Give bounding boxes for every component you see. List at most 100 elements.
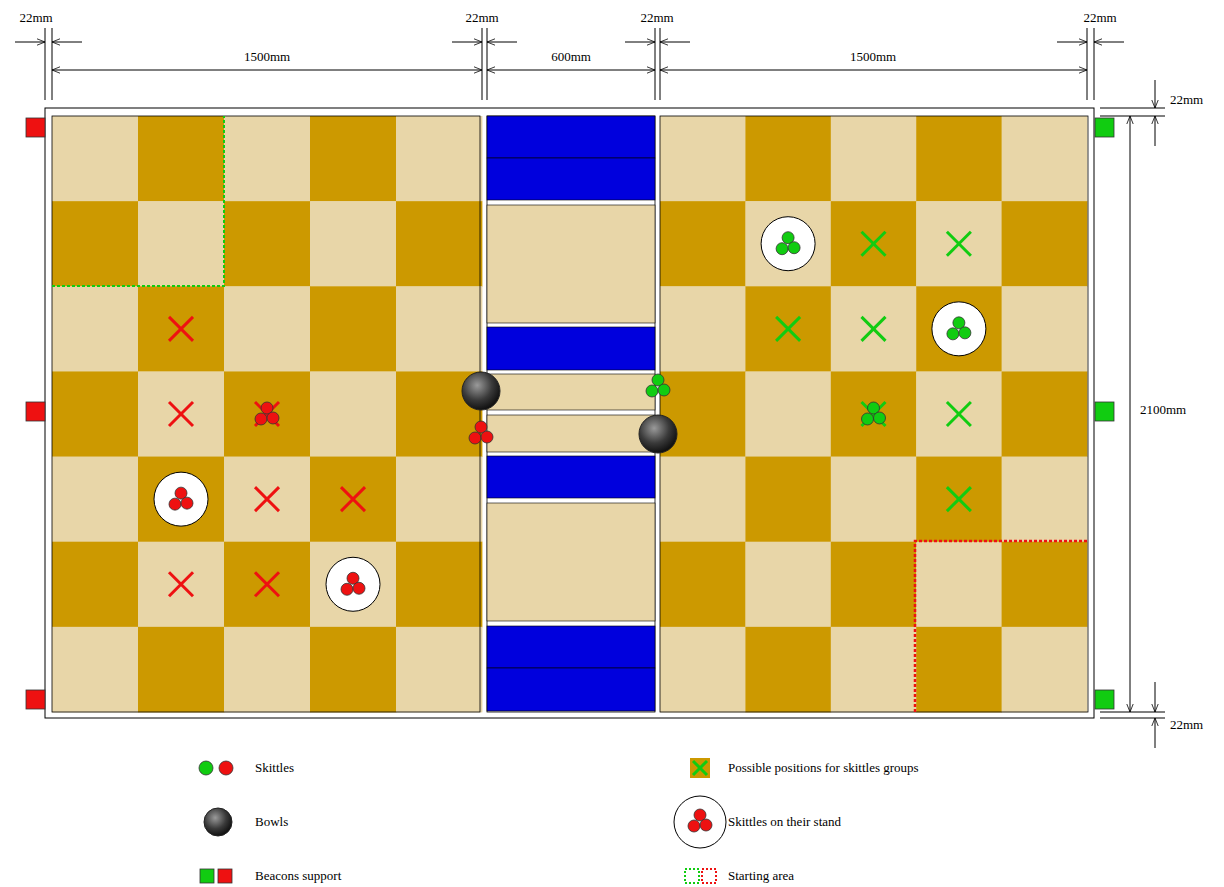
skittle <box>181 497 193 509</box>
board-square <box>310 286 396 372</box>
strip-band <box>487 374 655 410</box>
beacon-support <box>1095 690 1114 709</box>
position-cross <box>947 487 971 511</box>
board-square <box>916 116 1002 202</box>
strip-band <box>487 626 655 668</box>
board-square <box>396 201 482 287</box>
skittle <box>481 431 493 443</box>
board-square <box>1002 627 1088 713</box>
legend-text: Beacons support <box>255 869 341 883</box>
beacon-support <box>1095 118 1114 137</box>
position-cross <box>169 572 193 596</box>
board-square <box>1002 371 1088 457</box>
starting-area <box>52 116 224 286</box>
board-square <box>831 116 917 202</box>
position-cross <box>255 487 279 511</box>
position-cross <box>255 572 279 596</box>
board-square <box>660 286 746 372</box>
board-square <box>224 201 310 287</box>
board-square <box>745 116 831 202</box>
board-square <box>660 457 746 543</box>
board-square <box>52 457 138 543</box>
dimension-label: 22mm <box>465 11 498 25</box>
board-square <box>138 201 224 287</box>
board-square <box>916 627 1002 713</box>
position-cross <box>341 487 365 511</box>
position-cross <box>341 487 365 511</box>
board-square <box>831 542 917 628</box>
skittle-stand <box>154 472 208 526</box>
board-square <box>745 286 831 372</box>
skittle <box>341 583 353 595</box>
board-square <box>138 116 224 202</box>
board-square <box>224 371 310 457</box>
position-cross <box>862 402 886 426</box>
dimension-label: 22mm <box>19 11 52 25</box>
board-square <box>310 627 396 713</box>
skittle <box>947 328 959 340</box>
skittle <box>646 385 658 397</box>
board-square <box>138 457 224 543</box>
board-square <box>396 457 482 543</box>
beacon-support <box>26 118 45 137</box>
board-square <box>52 286 138 372</box>
position-cross <box>255 402 279 426</box>
dimension-label: 1500mm <box>244 50 290 64</box>
board-square <box>138 542 224 628</box>
board-square <box>745 457 831 543</box>
position-cross <box>169 317 193 341</box>
position-cross <box>169 317 193 341</box>
bowl <box>462 372 500 410</box>
position-cross <box>255 487 279 511</box>
position-cross <box>862 402 886 426</box>
dimension-label: 22mm <box>640 11 673 25</box>
board-square <box>310 457 396 543</box>
board-square <box>138 371 224 457</box>
board-square <box>224 627 310 713</box>
board-square <box>916 542 1002 628</box>
position-cross <box>255 572 279 596</box>
skittle <box>874 412 886 424</box>
beacon-support <box>26 402 45 421</box>
board-square <box>224 286 310 372</box>
board-square <box>831 627 917 713</box>
legend-text: Skittles on their stand <box>728 815 841 829</box>
board-square <box>1002 457 1088 543</box>
position-cross <box>169 572 193 596</box>
position-cross <box>947 232 971 256</box>
board-square <box>396 542 482 628</box>
beacon-support <box>1095 402 1114 421</box>
position-cross <box>169 402 193 426</box>
starting-area <box>915 541 1087 712</box>
skittle <box>255 413 267 425</box>
board-square <box>660 542 746 628</box>
board-square <box>52 627 138 713</box>
dimension-label: 22mm <box>1083 11 1116 25</box>
position-cross <box>776 317 800 341</box>
board-square <box>138 627 224 713</box>
board-square <box>660 116 746 202</box>
board-square <box>745 371 831 457</box>
skittle <box>862 413 874 425</box>
position-cross <box>947 232 971 256</box>
skittle <box>353 582 365 594</box>
board-square <box>831 286 917 372</box>
skittle <box>959 327 971 339</box>
legend-text: Bowls <box>255 815 288 829</box>
bowl <box>639 415 677 453</box>
position-cross <box>862 317 886 341</box>
skittle-stand <box>326 557 380 611</box>
dimension-label: 22mm <box>1170 93 1203 107</box>
board-square <box>52 201 138 287</box>
legend-text: Starting area <box>728 869 794 883</box>
board-square <box>831 457 917 543</box>
strip-band <box>487 158 655 200</box>
legend-text: Skittles <box>255 761 294 775</box>
strip-band <box>487 116 655 158</box>
board-square <box>310 371 396 457</box>
skittle <box>788 242 800 254</box>
board-square <box>1002 201 1088 287</box>
dimension-label: 22mm <box>1170 718 1203 732</box>
